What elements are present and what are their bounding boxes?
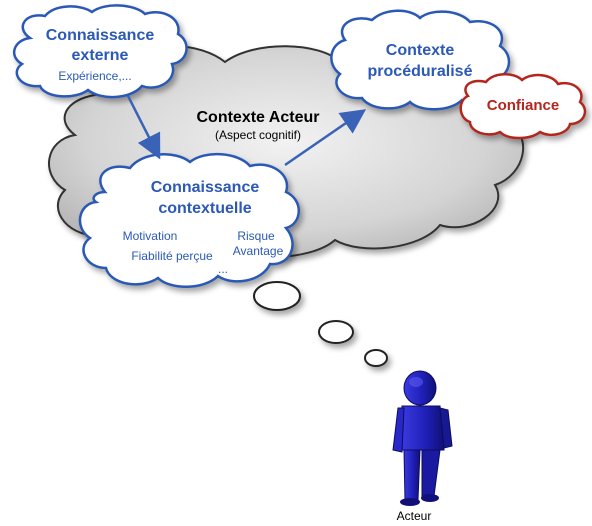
- proceduralized-title-line2: procéduralisé: [368, 63, 473, 80]
- main-context-title: Contexte Acteur: [197, 109, 320, 126]
- contextual-knowledge-cloud: [78, 152, 300, 288]
- contextual-knowledge-title-line1: Connaissance: [151, 179, 260, 196]
- external-knowledge-title-line2: externe: [72, 47, 129, 64]
- trust-label: Confiance: [487, 97, 560, 114]
- proceduralized-title-line1: Contexte: [386, 42, 455, 59]
- item-risk: Risque: [237, 229, 275, 243]
- main-context-subtitle: (Aspect cognitif): [215, 128, 301, 142]
- item-advantage: Avantage: [233, 244, 284, 258]
- thought-bubble-small: [364, 349, 388, 367]
- contextual-knowledge-title-line2: contextuelle: [158, 200, 251, 217]
- arrow-external-to-contextual: [126, 95, 161, 160]
- item-more: ...: [218, 262, 228, 276]
- trust-cloud: [459, 73, 587, 140]
- actor-label: Acteur: [397, 509, 432, 523]
- external-knowledge-item: Expérience,...: [58, 69, 131, 83]
- thought-bubbles: [253, 281, 388, 367]
- item-motivation: Motivation: [123, 229, 178, 243]
- actor-figure: [392, 370, 453, 506]
- item-reliability: Fiabilité perçue: [131, 249, 213, 263]
- external-knowledge-title-line1: Connaissance: [46, 27, 155, 44]
- thought-bubble-medium: [318, 320, 354, 344]
- arrow-contextual-to-proceduralized: [284, 109, 367, 167]
- external-knowledge-cloud: [12, 4, 188, 99]
- thought-bubble-large: [253, 281, 301, 311]
